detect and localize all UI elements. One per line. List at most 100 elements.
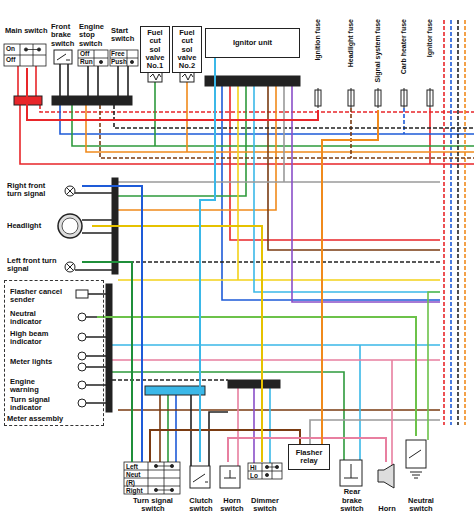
component-label: Ignitor fuse xyxy=(426,19,434,57)
meter-item: Turn signal indicator xyxy=(9,395,97,414)
component-label: Engine stop switch xyxy=(79,23,107,48)
wire xyxy=(200,58,215,462)
component-label: Turn signal switch xyxy=(125,497,181,514)
component-label: Right front turn signal xyxy=(7,182,61,199)
component-label: Flasher relay xyxy=(291,449,327,466)
component-label: Headlight xyxy=(7,222,57,230)
wire xyxy=(118,86,440,280)
bulb-symbol xyxy=(78,381,86,389)
component-label: Rear brake switch xyxy=(335,488,369,513)
switch-symbol xyxy=(54,50,426,488)
component-label: Turn signal indicator xyxy=(10,396,64,413)
bulb-symbol xyxy=(67,264,74,271)
wire xyxy=(112,360,440,466)
component-label: High beam indicator xyxy=(10,330,64,347)
component-label: Neutral indicator xyxy=(10,310,64,327)
switch-position: Lo xyxy=(250,473,258,480)
wire xyxy=(428,292,440,440)
switch-symbol xyxy=(190,466,210,488)
switch-table xyxy=(124,462,180,494)
switch-contact xyxy=(26,49,39,50)
component-label: Left front turn signal xyxy=(7,257,61,274)
component-label: Horn switch xyxy=(219,497,245,514)
switch-position: Left xyxy=(126,464,138,471)
switch-table xyxy=(4,44,282,494)
switch-label: Neutral switch xyxy=(402,436,440,514)
fuse-label: Headlight fuse xyxy=(344,18,358,110)
switch-position: Run xyxy=(80,59,93,66)
switch-label: Front brake switch xyxy=(50,22,78,66)
fuse-symbol xyxy=(430,88,431,108)
switch-position: Neut xyxy=(126,472,140,479)
meter-item: Neutral indicator xyxy=(9,309,97,328)
switch-label: Rear brake switch xyxy=(334,456,370,514)
fuse-symbol xyxy=(378,88,379,108)
connector-block xyxy=(106,284,112,412)
meter-item: Meter lights xyxy=(9,349,97,375)
connector-block xyxy=(52,96,132,105)
wire xyxy=(27,68,318,120)
switch-contact xyxy=(130,60,133,63)
fuse-label: Ignitor fuse xyxy=(423,18,437,110)
ignitor-box: Ignitor unit xyxy=(205,28,300,58)
switch-contact xyxy=(99,60,102,63)
bulb-symbol xyxy=(67,188,74,195)
connector-block xyxy=(145,386,205,395)
lamp-label: Headlight xyxy=(6,212,92,240)
bulb-symbol xyxy=(78,352,86,360)
wire xyxy=(150,430,300,462)
switch-position: Off xyxy=(6,57,15,64)
switch-position: Push xyxy=(111,59,127,66)
switch-table xyxy=(124,462,180,494)
switch-table xyxy=(4,44,46,66)
headlight-symbol xyxy=(58,214,82,238)
component-label: Clutch switch xyxy=(187,497,215,514)
horn-label: Horn xyxy=(372,462,402,514)
wire xyxy=(82,186,142,462)
component-label: Start switch xyxy=(111,27,139,44)
switch-symbol xyxy=(406,440,426,468)
bulb-symbol xyxy=(76,290,88,298)
wire xyxy=(72,82,474,462)
wire xyxy=(464,20,466,425)
component-label: Carb heater fuse xyxy=(400,19,408,74)
wire xyxy=(60,86,474,462)
wire xyxy=(112,86,440,463)
headlight-symbol xyxy=(62,218,78,234)
wire xyxy=(97,317,416,436)
fuse-symbol xyxy=(315,88,433,108)
valve-symbol xyxy=(182,74,193,80)
wire xyxy=(112,20,474,425)
fuse-label: Ignition fuse xyxy=(311,18,325,110)
horn-symbol xyxy=(378,464,394,488)
wire xyxy=(18,20,474,466)
switch-table xyxy=(78,50,108,66)
valve-symbol xyxy=(180,72,194,82)
component-label: Engine warning xyxy=(10,378,64,395)
bulb-symbol xyxy=(78,399,86,407)
fuse-label: Signal system fuse xyxy=(371,18,385,110)
switch-table xyxy=(110,50,138,66)
horn-symbol xyxy=(378,464,394,488)
valve-box: Fuel cut sol valve No.2 xyxy=(172,26,202,73)
switch-symbol xyxy=(57,54,70,60)
wire xyxy=(100,105,474,158)
switch-symbol xyxy=(340,460,362,486)
wire xyxy=(82,262,132,462)
component-label: Meter assembly xyxy=(7,415,63,423)
wire xyxy=(60,64,228,466)
switch-symbol xyxy=(224,470,236,478)
switch-contact xyxy=(156,466,172,467)
switch-table xyxy=(110,50,138,66)
component-label: Signal system fuse xyxy=(374,19,382,82)
switch-position: Right xyxy=(126,488,143,495)
wire xyxy=(86,82,474,210)
meter-item: High beam indicator xyxy=(9,329,97,348)
component-label: Horn xyxy=(378,505,396,513)
component-label: Ignition fuse xyxy=(314,19,322,61)
component-label: Main switch xyxy=(5,27,48,35)
bulb-symbol xyxy=(78,363,86,371)
fuse-symbol xyxy=(404,88,405,108)
relay-box: Flasher relay xyxy=(288,444,330,470)
